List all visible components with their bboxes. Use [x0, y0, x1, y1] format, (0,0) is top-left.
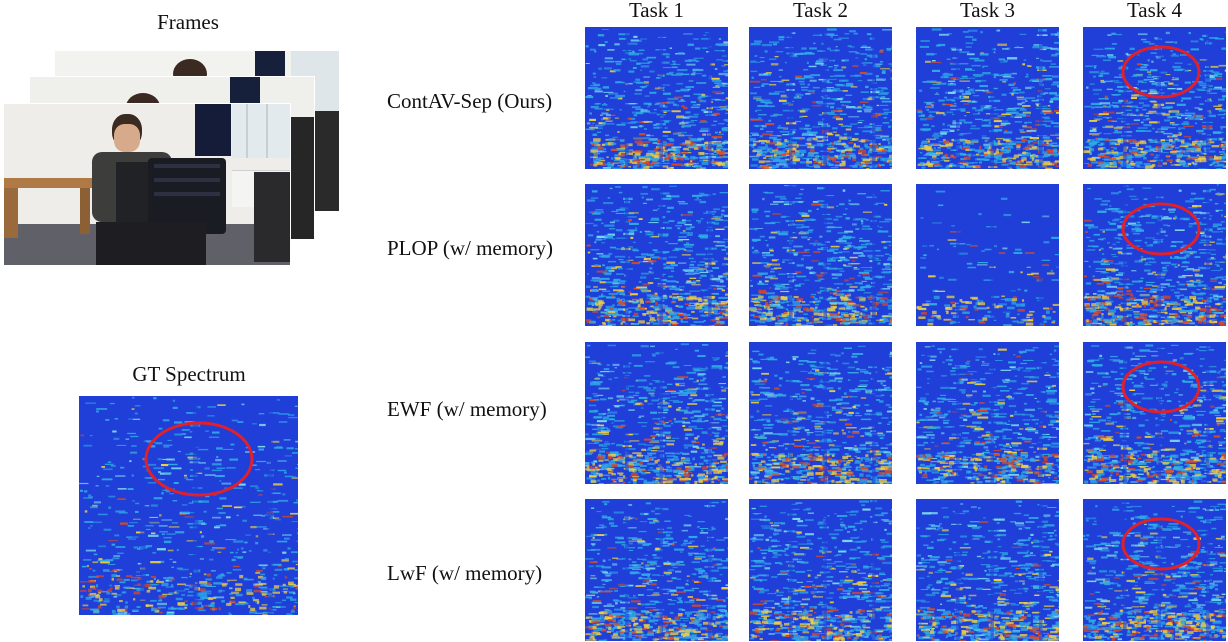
video-frames-stack	[0, 50, 350, 270]
spectrogram-row3-task3	[916, 342, 1059, 484]
gt-spectrum-title: GT Spectrum	[132, 362, 246, 386]
spectrogram-row3-task1	[585, 342, 728, 484]
spectrogram-image	[916, 27, 1059, 169]
task-header-4: Task 4	[1126, 0, 1183, 22]
spectrogram-image	[585, 184, 728, 326]
spectrogram-row1-task2	[749, 27, 892, 169]
spectrogram-image	[749, 184, 892, 326]
spectrogram-row1-task4	[1083, 27, 1226, 169]
spectrogram-image	[585, 27, 728, 169]
spectrogram-row4-task2	[749, 499, 892, 641]
spectrogram-image	[749, 342, 892, 484]
spectrogram-image	[1083, 342, 1226, 484]
spectrogram-row3-task4	[1083, 342, 1226, 484]
method-label-ewf: EWF (w/ memory)	[387, 397, 547, 421]
highlight-ellipse	[1121, 517, 1201, 571]
spectrogram-row2-task3	[916, 184, 1059, 326]
video-frame-front	[3, 103, 291, 266]
gt-spectrogram-image	[79, 396, 298, 615]
spectrogram-image	[1083, 27, 1226, 169]
spectrogram-row4-task1	[585, 499, 728, 641]
highlight-ellipse	[1121, 360, 1201, 414]
gt-spectrum	[79, 396, 298, 615]
spectrogram-image	[916, 342, 1059, 484]
method-label-plop: PLOP (w/ memory)	[387, 236, 554, 260]
highlight-ellipse	[144, 421, 254, 497]
spectrogram-image	[1083, 499, 1226, 641]
task-header-1: Task 1	[628, 0, 685, 22]
spectrogram-image	[585, 499, 728, 641]
spectrogram-image	[749, 27, 892, 169]
highlight-ellipse	[1121, 202, 1201, 256]
spectrogram-image	[1083, 184, 1226, 326]
spectrogram-row2-task4	[1083, 184, 1226, 326]
spectrogram-row4-task3	[916, 499, 1059, 641]
spectrogram-row2-task2	[749, 184, 892, 326]
spectrogram-row4-task4	[1083, 499, 1226, 641]
highlight-ellipse	[1121, 45, 1201, 99]
spectrogram-row1-task1	[585, 27, 728, 169]
spectrogram-row3-task2	[749, 342, 892, 484]
method-label-lwf: LwF (w/ memory)	[387, 561, 543, 585]
spectrogram-image	[749, 499, 892, 641]
task-header-3: Task 3	[959, 0, 1016, 22]
spectrogram-image	[916, 184, 1059, 326]
task-header-2: Task 2	[792, 0, 849, 22]
spectrogram-image	[585, 342, 728, 484]
spectrogram-row2-task1	[585, 184, 728, 326]
frames-title: Frames	[157, 10, 219, 34]
spectrogram-row1-task3	[916, 27, 1059, 169]
spectrogram-image	[916, 499, 1059, 641]
method-label-contav-sep: ContAV-Sep (Ours)	[387, 89, 553, 113]
